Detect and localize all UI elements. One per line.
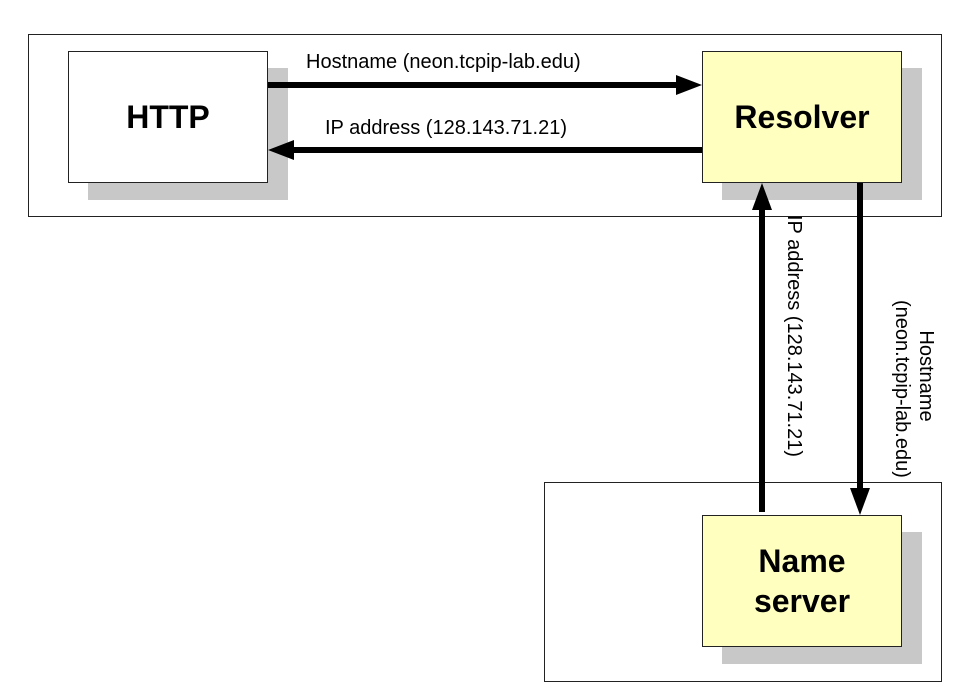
arrow-nameserver-to-resolver xyxy=(752,183,772,512)
resolver-label: Resolver xyxy=(734,98,870,135)
edge-label-ip-from-nameserver: IP address (128.143.71.21) xyxy=(782,215,806,457)
edge-label-hostname-request: Hostname (neon.tcpip-lab.edu) xyxy=(306,51,581,73)
name-server-box: Name server xyxy=(702,515,902,647)
name-server-label-line2: server xyxy=(753,583,851,619)
arrow-http-to-resolver xyxy=(268,75,702,95)
edge-label-ip-reply: IP address (128.143.71.21) xyxy=(325,117,568,139)
client-host-frame xyxy=(28,34,942,217)
edge-label-hostname-to-nameserver-line2: (neon.tcpip-lab.edu) xyxy=(891,300,913,478)
resolver-box: Resolver xyxy=(702,51,902,183)
edge-label-hostname-to-nameserver-line1: Hostname xyxy=(915,330,937,422)
http-box: HTTP xyxy=(68,51,268,183)
name-server-label-line1: Name xyxy=(758,543,846,579)
server-host-frame xyxy=(544,482,942,682)
arrow-resolver-to-http xyxy=(268,140,702,160)
edge-label-ip-from-nameserver-text: IP address (128.143.71.21) xyxy=(783,215,805,458)
edge-label-hostname-to-nameserver: Hostname (neon.tcpip-lab.edu) xyxy=(890,300,938,478)
http-label: HTTP xyxy=(126,98,210,135)
arrow-resolver-to-nameserver xyxy=(850,183,870,515)
